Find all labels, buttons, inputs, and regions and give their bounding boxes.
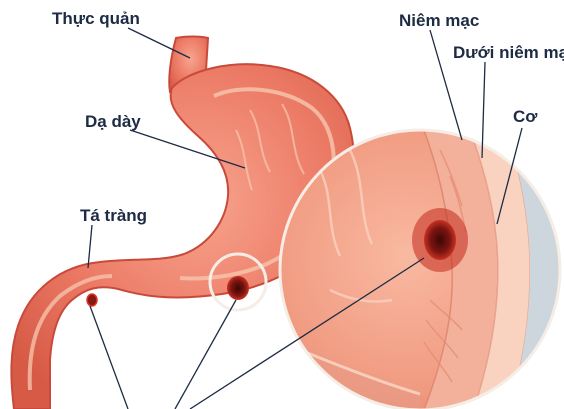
duodenum-ulcer [87,294,97,306]
label-submucosa: Dưới niêm mạc [453,44,564,61]
label-mucosa: Niêm mạc [399,12,479,29]
label-duodenum: Tá tràng [80,207,147,224]
label-stomach: Dạ dày [85,113,141,130]
leader-ulcer-duodenum [90,306,128,409]
leader-duodenum [88,225,92,268]
zoomed-ulcer [424,220,456,260]
stomach-ulcer [227,276,249,300]
label-muscle: Cơ [513,108,537,125]
leader-ulcer-stomach [175,300,236,409]
label-esophagus: Thực quản [52,10,140,27]
